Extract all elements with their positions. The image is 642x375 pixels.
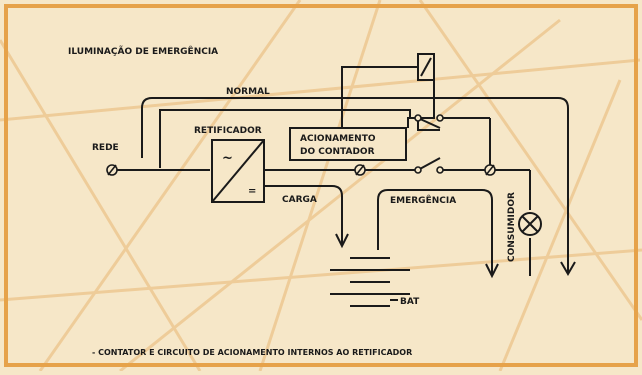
acionamento-box — [289, 127, 407, 161]
wires — [112, 53, 576, 307]
label-emergencia: EMERGÊNCIA — [390, 194, 456, 206]
label-normal: NORMAL — [226, 87, 270, 97]
contact-4 — [436, 166, 444, 174]
terminals — [106, 114, 496, 176]
contact-3 — [414, 166, 422, 174]
label-bat: BAT — [400, 297, 420, 307]
contact-2 — [436, 114, 444, 122]
label-rede: REDE — [92, 143, 119, 153]
diagram-title: ILUMINAÇÃO DE EMERGÊNCIA — [68, 45, 218, 57]
contact-1 — [414, 114, 422, 122]
rectifier-tilde: ~ — [222, 151, 233, 166]
rectifier-equal: = — [248, 186, 256, 197]
label-carga: CARGA — [282, 195, 317, 205]
footer-note: - CONTATOR E CIRCUITO DE ACIONAMENTO INT… — [92, 348, 412, 357]
label-acionamento-1: ACIONAMENTO — [300, 134, 376, 144]
label-retificador: RETIFICADOR — [194, 126, 262, 136]
label-consumidor: CONSUMIDOR — [507, 192, 517, 262]
frame-border — [4, 4, 638, 367]
label-acionamento-2: DO CONTADOR — [300, 147, 375, 157]
